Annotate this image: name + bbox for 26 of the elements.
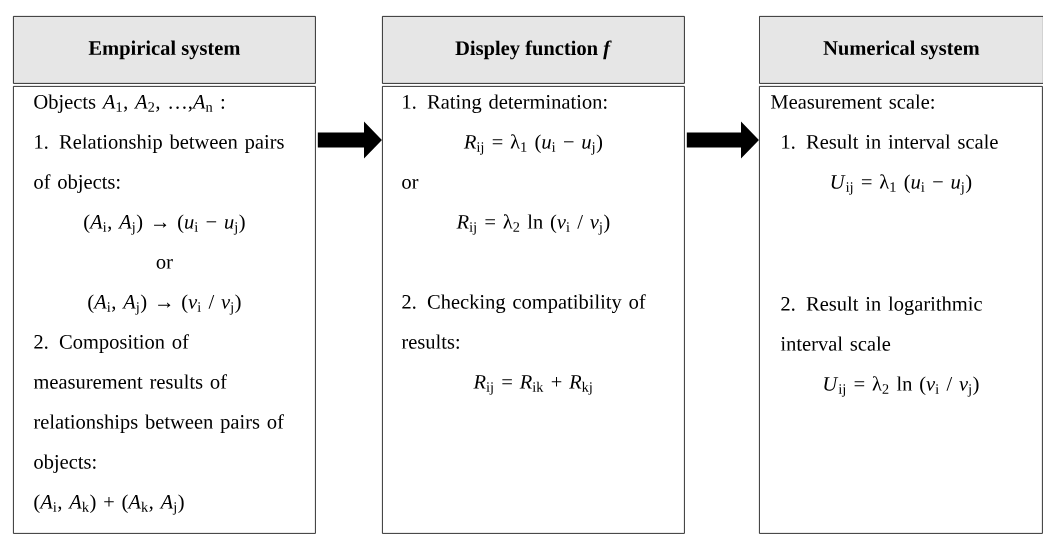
- paragraph-text: U$_{ij}$ = λ$_{1}$ (u$_{i}$ − u$_{j}$): [831, 174, 972, 195]
- heading-text: Empirical system: [88, 40, 241, 60]
- heading-text: Displey function f: [455, 40, 612, 60]
- paragraph-text: 2. Checking compatibility of results:: [401, 294, 646, 349]
- header-box: [382, 16, 685, 84]
- paragraph-text: R$_{ij}$ = λ$_{2}$ ln (v$_{i}$ / v$_{j}$): [456, 214, 610, 235]
- heading-text: Numerical system: [823, 40, 980, 60]
- paragraph-text: R$_{ij}$ = R$_{ik}$ + R$_{kj}$: [473, 375, 592, 395]
- paragraph-text: or: [156, 258, 173, 269]
- text-box: [13, 86, 316, 534]
- paragraph-text: 2. Composition of measurement results of relationships between pairs of objects:: [33, 334, 284, 473]
- paragraph-text: Objects A$_{1}$, A$_{2}$, …,A$_{n}$ :: [34, 94, 225, 113]
- paragraph-text: Measurement scale:: [771, 94, 934, 109]
- header-box: [759, 16, 1043, 84]
- paragraph-text: or: [402, 178, 419, 189]
- paragraph-text: U$_{ij}$ = λ$_{2}$ ln (v$_{i}$ / v$_{j}$): [824, 376, 979, 397]
- paragraph-text: (A$_{i}$, A$_{k}$) + (A$_{k}$, A$_{j}$): [34, 494, 184, 515]
- text-box: [382, 86, 685, 534]
- paragraph-text: R$_{ij}$ = λ$_{1}$ (u$_{i}$ − u$_{j}$): [463, 134, 602, 155]
- paragraph-text: (A$_{i}$, A$_{j}$) → (v$_{i}$ / v$_{j}$): [88, 294, 241, 315]
- paragraph-text: 1. Relationship between pairs of objects:: [34, 134, 284, 193]
- text-box: [759, 86, 1043, 534]
- paragraph-text: (A$_{i}$, A$_{j}$) → (u$_{i}$ − u$_{j}$): [84, 214, 245, 235]
- header-box: [13, 16, 316, 84]
- paragraph-text: 1. Result in interval scale: [782, 134, 998, 149]
- paragraph-text: 1. Rating determination:: [403, 94, 607, 114]
